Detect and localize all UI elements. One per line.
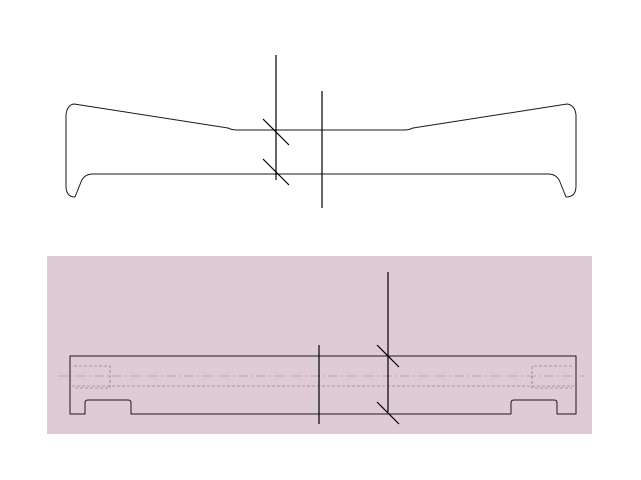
bottom-break-mark-lower <box>376 401 400 425</box>
bottom-view-section <box>58 272 584 425</box>
left-pin-hidden <box>74 365 111 389</box>
right-pin-hidden <box>531 365 572 389</box>
top-break-mark-lower <box>262 158 290 186</box>
top-view-body <box>65 103 577 198</box>
top-view-section <box>65 55 577 208</box>
bottom-view-body <box>69 355 577 415</box>
top-break-mark-upper <box>262 118 290 146</box>
bottom-break-mark-upper <box>376 344 400 368</box>
